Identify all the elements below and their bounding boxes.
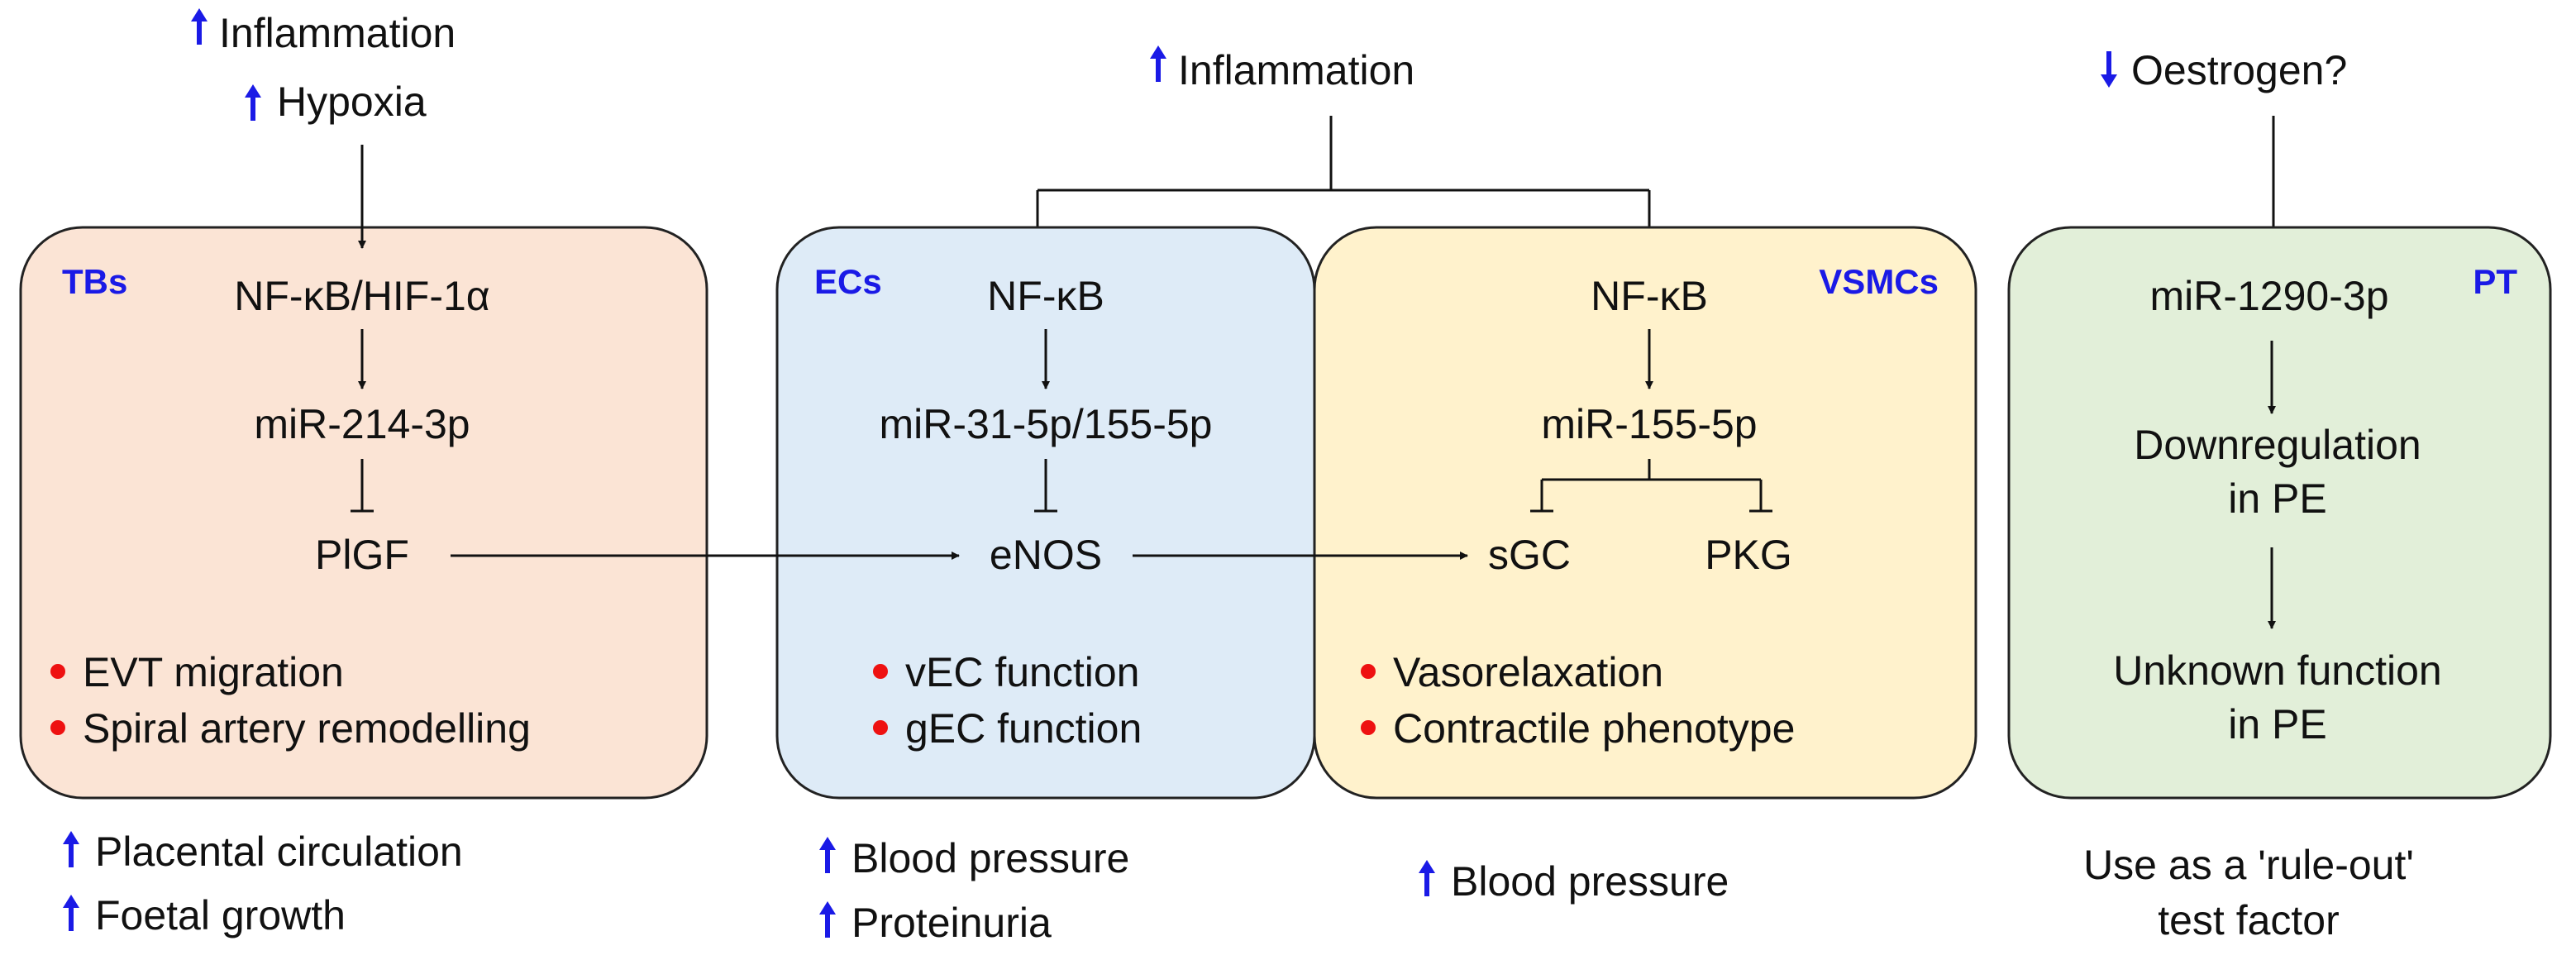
svg-text:Contractile phenotype: Contractile phenotype <box>1393 705 1795 752</box>
ec-effect-2: gEC function <box>873 705 1142 752</box>
svg-text:EVT migration: EVT migration <box>83 649 344 695</box>
vsmc-cell-label: VSMCs <box>1819 262 1939 301</box>
tb-factor-inflammation: Inflammation <box>191 8 456 56</box>
ec-node-nfkb: NF-κB <box>987 273 1104 319</box>
svg-text:vEC function: vEC function <box>905 649 1139 695</box>
tb-effect-1: EVT migration <box>50 649 344 695</box>
ec-effect-1: vEC function <box>873 649 1139 695</box>
svg-text:Blood pressure: Blood pressure <box>1451 858 1729 905</box>
vsmc-outcome-1: Blood pressure <box>1419 858 1729 905</box>
ec-node-enos: eNOS <box>990 532 1102 578</box>
svg-text:gEC function: gEC function <box>905 705 1142 752</box>
vsmc-inhibit-branch <box>1530 459 1772 513</box>
pt-inhibit-top <box>2262 116 2285 244</box>
pt-node-unknown-line1: Unknown function <box>2113 647 2441 694</box>
tb-node-plgf: PlGF <box>315 532 409 578</box>
vsmc-box <box>1313 226 1977 800</box>
up-arrow-icon <box>1419 860 1435 896</box>
pt-outcome-line1: Use as a 'rule-out' <box>2083 842 2414 888</box>
pt-outcome-line2: test factor <box>2158 897 2340 943</box>
vsmc-panel: VSMCs NF-κB miR-155-5p sGC PKG Vasorelax… <box>1313 226 1977 905</box>
tb-inhibit-1 <box>351 459 374 513</box>
bullet-icon <box>1361 664 1376 679</box>
up-arrow-icon <box>819 837 836 873</box>
tb-outcome-2: Foetal growth <box>63 892 346 938</box>
ec-panel: ECs NF-κB miR-31-5p/155-5p eNOS vEC func… <box>775 226 1316 946</box>
svg-text:Placental circulation: Placental circulation <box>95 829 463 875</box>
center-factor-label: Inflammation <box>1178 47 1414 93</box>
pt-panel: Oestrogen? PT miR-1290-3p Downregulation… <box>2007 47 2552 943</box>
up-arrow-icon <box>1150 45 1166 82</box>
tb-node-mir214: miR-214-3p <box>254 401 470 447</box>
pt-box <box>2007 226 2552 800</box>
vsmc-node-mir155: miR-155-5p <box>1541 401 1757 447</box>
pt-node-unknown-line2: in PE <box>2228 701 2327 747</box>
tb-effect-2: Spiral artery remodelling <box>50 705 531 752</box>
vsmc-effect-1: Vasorelaxation <box>1361 649 1663 695</box>
bullet-icon <box>50 720 65 735</box>
svg-text:Blood pressure: Blood pressure <box>852 835 1129 881</box>
ec-outcome-1: Blood pressure <box>819 835 1129 881</box>
vsmc-node-nfkb: NF-κB <box>1591 273 1708 319</box>
ec-cell-label: ECs <box>814 262 882 301</box>
tb-panel: TBs Inflammation Hypoxia NF-κB/HIF-1α mi… <box>19 8 708 938</box>
svg-text:Inflammation: Inflammation <box>219 10 456 56</box>
pt-node-downregulation-line1: Downregulation <box>2134 422 2421 468</box>
svg-text:Spiral artery remodelling: Spiral artery remodelling <box>83 705 531 752</box>
bullet-icon <box>873 664 888 679</box>
svg-text:Foetal growth: Foetal growth <box>95 892 346 938</box>
svg-text:Oestrogen?: Oestrogen? <box>2131 47 2347 93</box>
bullet-icon <box>873 720 888 735</box>
vsmc-node-sgc: sGC <box>1488 532 1571 578</box>
tb-node-nfkb-hif: NF-κB/HIF-1α <box>234 273 489 319</box>
tb-factor-hypoxia: Hypoxia <box>245 79 427 125</box>
vsmc-effect-2: Contractile phenotype <box>1361 705 1795 752</box>
up-arrow-icon <box>819 901 836 938</box>
pt-node-downregulation-line2: in PE <box>2228 475 2327 522</box>
ec-node-mir31-155: miR-31-5p/155-5p <box>880 401 1213 447</box>
ec-outcome-2: Proteinuria <box>819 900 1052 946</box>
ec-inhibit-1 <box>1034 459 1057 513</box>
up-arrow-icon <box>63 895 79 931</box>
pt-cell-label: PT <box>2473 262 2517 301</box>
center-factor: Inflammation <box>1150 45 1414 93</box>
vsmc-node-pkg: PKG <box>1705 532 1792 578</box>
tb-cell-label: TBs <box>62 262 127 301</box>
tb-outcome-1: Placental circulation <box>63 829 463 875</box>
up-arrow-icon <box>63 831 79 867</box>
down-arrow-icon <box>2101 51 2117 88</box>
bullet-icon <box>1361 720 1376 735</box>
svg-text:Hypoxia: Hypoxia <box>277 79 427 125</box>
svg-text:Proteinuria: Proteinuria <box>852 900 1052 946</box>
tb-box <box>19 226 708 800</box>
bullet-icon <box>50 664 65 679</box>
pt-node-mir1290: miR-1290-3p <box>2149 273 2388 319</box>
up-arrow-icon <box>191 8 208 45</box>
up-arrow-icon <box>245 84 261 121</box>
svg-text:Vasorelaxation: Vasorelaxation <box>1393 649 1663 695</box>
pt-factor-oestrogen: Oestrogen? <box>2101 47 2347 93</box>
